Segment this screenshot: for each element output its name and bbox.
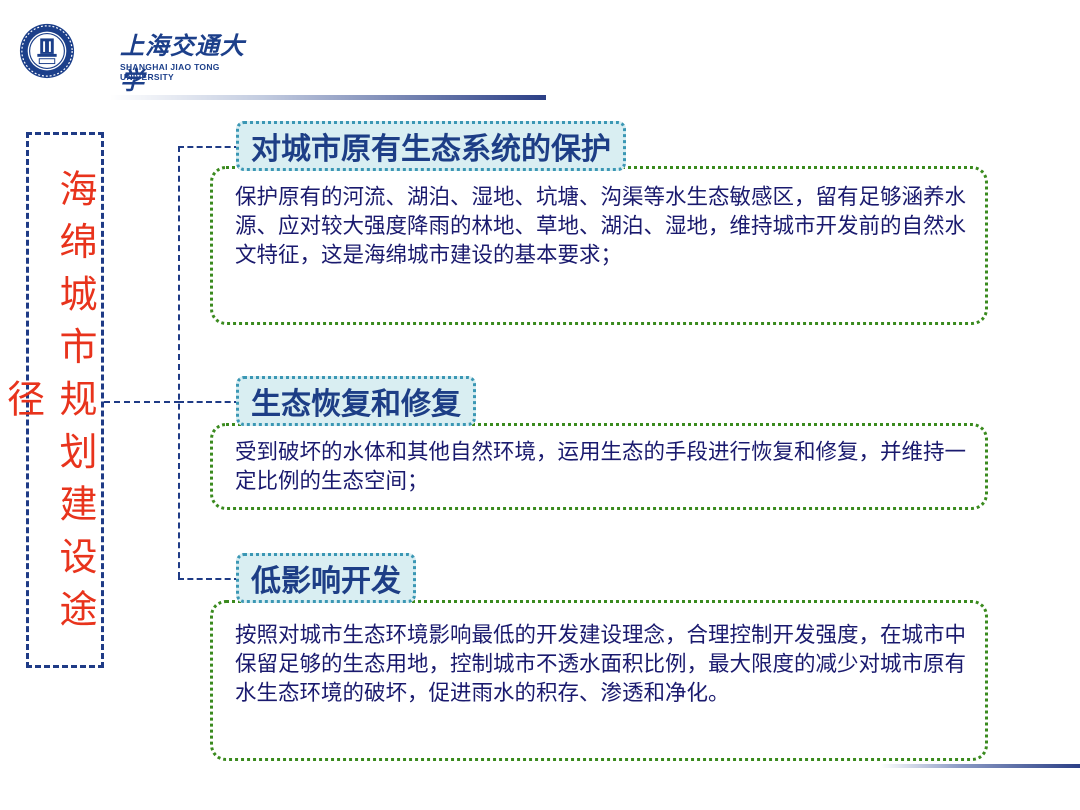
connector-branch-1 [178, 146, 240, 148]
section-1-heading: 对城市原有生态系统的保护 [236, 121, 626, 171]
section-3-heading-text: 低影响开发 [251, 564, 401, 599]
vertical-title-box: 海绵城市规划建设途径 [0, 132, 104, 668]
section-3-heading: 低影响开发 [236, 553, 416, 603]
section-2-heading-text: 生态恢复和修复 [251, 387, 461, 422]
university-name-en: SHANGHAI JIAO TONG UNIVERSITY [120, 62, 220, 82]
university-logo: 上海交通大学 SHANGHAI JIAO TONG UNIVERSITY [18, 22, 268, 95]
university-name-cn: 上海交通大学 [120, 31, 245, 95]
vertical-title: 海绵城市规划建设途径 [0, 168, 98, 642]
header-divider [110, 95, 546, 100]
section-1-body-text: 保护原有的河流、湖泊、湿地、坑塘、沟渠等水生态敏感区，留有足够涵养水源、应对较大… [235, 185, 967, 268]
section-2-heading: 生态恢复和修复 [236, 376, 476, 426]
connector-title-to-trunk [104, 401, 180, 403]
connector-branch-3 [178, 578, 240, 580]
section-1-heading-text: 对城市原有生态系统的保护 [251, 132, 611, 167]
connector-trunk [178, 146, 180, 578]
section-1-body-box: 保护原有的河流、湖泊、湿地、坑塘、沟渠等水生态敏感区，留有足够涵养水源、应对较大… [210, 166, 988, 325]
section-3-body-box: 按照对城市生态环境影响最低的开发建设理念，合理控制开发强度，在城市中保留足够的生… [210, 600, 988, 761]
connector-branch-2 [178, 401, 240, 403]
section-2-body-box: 受到破坏的水体和其他自然环境，运用生态的手段进行恢复和修复，并维持一定比例的生态… [210, 423, 988, 510]
section-3-body-text: 按照对城市生态环境影响最低的开发建设理念，合理控制开发强度，在城市中保留足够的生… [235, 623, 967, 706]
section-2-body-text: 受到破坏的水体和其他自然环境，运用生态的手段进行恢复和修复，并维持一定比例的生态… [235, 440, 967, 494]
university-seal-icon [19, 23, 75, 79]
footer-divider [880, 764, 1080, 768]
